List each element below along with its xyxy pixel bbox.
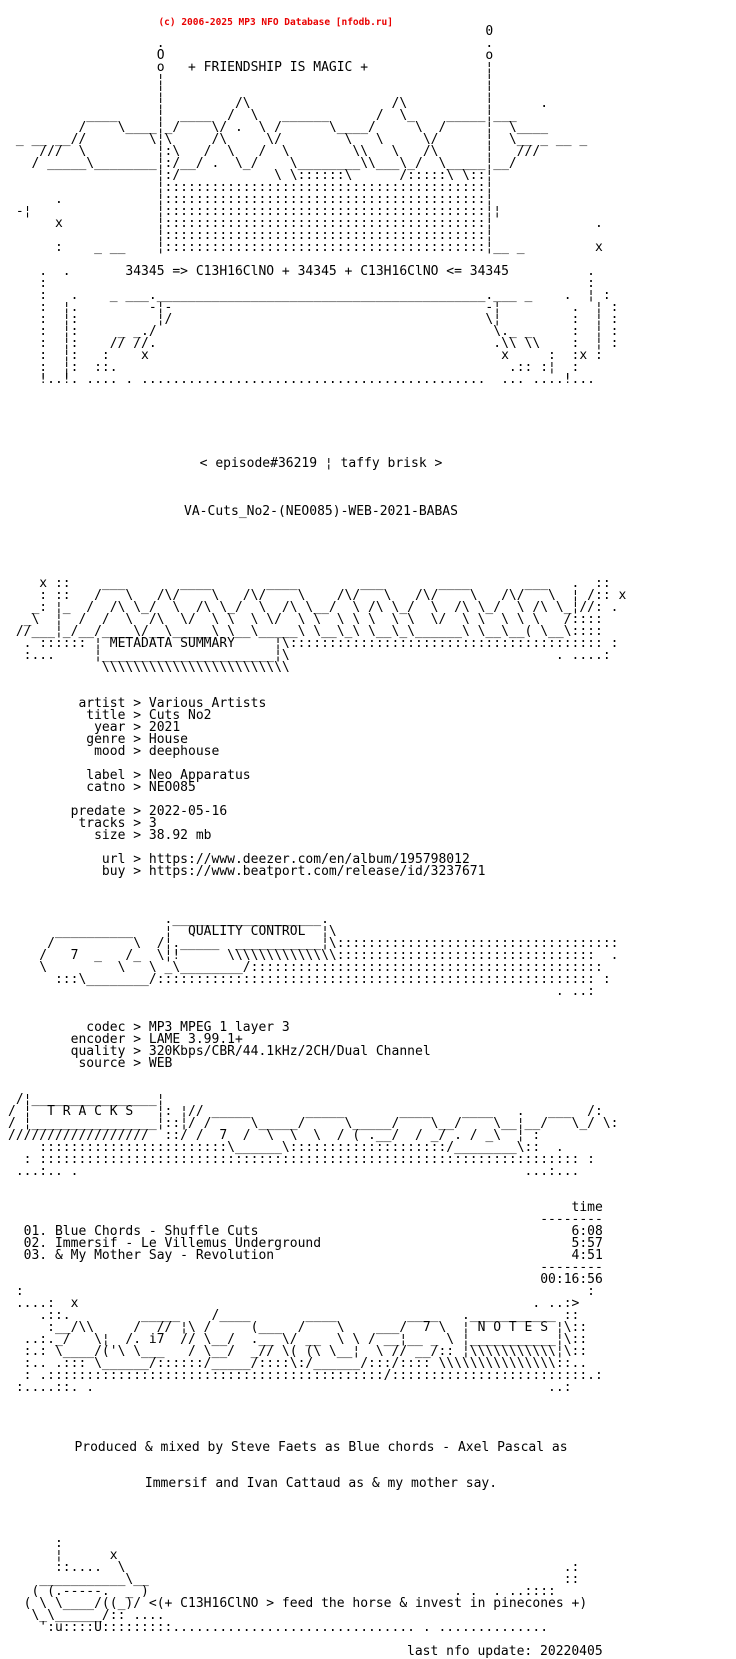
release-block: < episode#36219 ¦ taffy brisk > VA-Cuts_… <box>8 386 634 542</box>
metadata-summary-banner: x :: ___ ____ ____ ___ ____ ___ . :: : :… <box>15 576 627 675</box>
episode-line: < episode#36219 ¦ taffy brisk > <box>199 456 443 471</box>
horse-art-slogan: : ¦ x ::.... \ .: ___________\__ :: ( (.… <box>23 1536 588 1635</box>
ascii-art-formula-frame: . . 34345 => C13H16ClNO + 34345 + C13H16… <box>39 264 619 387</box>
watermark-text: (c) 2006-2025 MP3 NFO Database [nfodb.ru… <box>158 17 393 28</box>
metadata-fields: artist > Various Artists title > Cuts No… <box>70 696 486 879</box>
release-name: VA-Cuts_No2-(NEO085)-WEB-2021-BABAS <box>184 504 458 519</box>
tracks-banner: /¦________________¦ / ¦ T R A C K S ¦: ¦… <box>8 1092 619 1179</box>
ascii-art-header-mountains: 0 . . O o o + FRIENDSHIP IS MAGIC + ¦ <box>15 24 603 255</box>
quality-fields: codec > MP3 MPEG 1 layer 3 encoder > LAM… <box>70 1020 431 1071</box>
notes-text-line-1: Produced & mixed by Steve Faets as Blue … <box>74 1440 568 1455</box>
notes-banner: : : ....: x . ..:> .::. _____ /____ ____ <box>15 1284 603 1395</box>
tracks-table: time -------- 01. Blue Chords - Shuffle … <box>23 1200 603 1287</box>
quality-control-banner: .___________________. __________ ¦ QUALI… <box>39 912 619 999</box>
nfodb-watermark: (c) 2006-2025 MP3 NFO Database [nfodb.ru… <box>0 0 736 28</box>
notes-text-line-2: Immersif and Ivan Cattaud as & my mother… <box>144 1476 498 1491</box>
last-update-line: last nfo update: 20220405 <box>407 1644 603 1659</box>
nfo-document: 0 . . O o o + FRIENDSHIP IS MAGIC + ¦ <box>0 24 736 1659</box>
notes-text: Produced & mixed by Steve Faets as Blue … <box>8 1418 634 1514</box>
